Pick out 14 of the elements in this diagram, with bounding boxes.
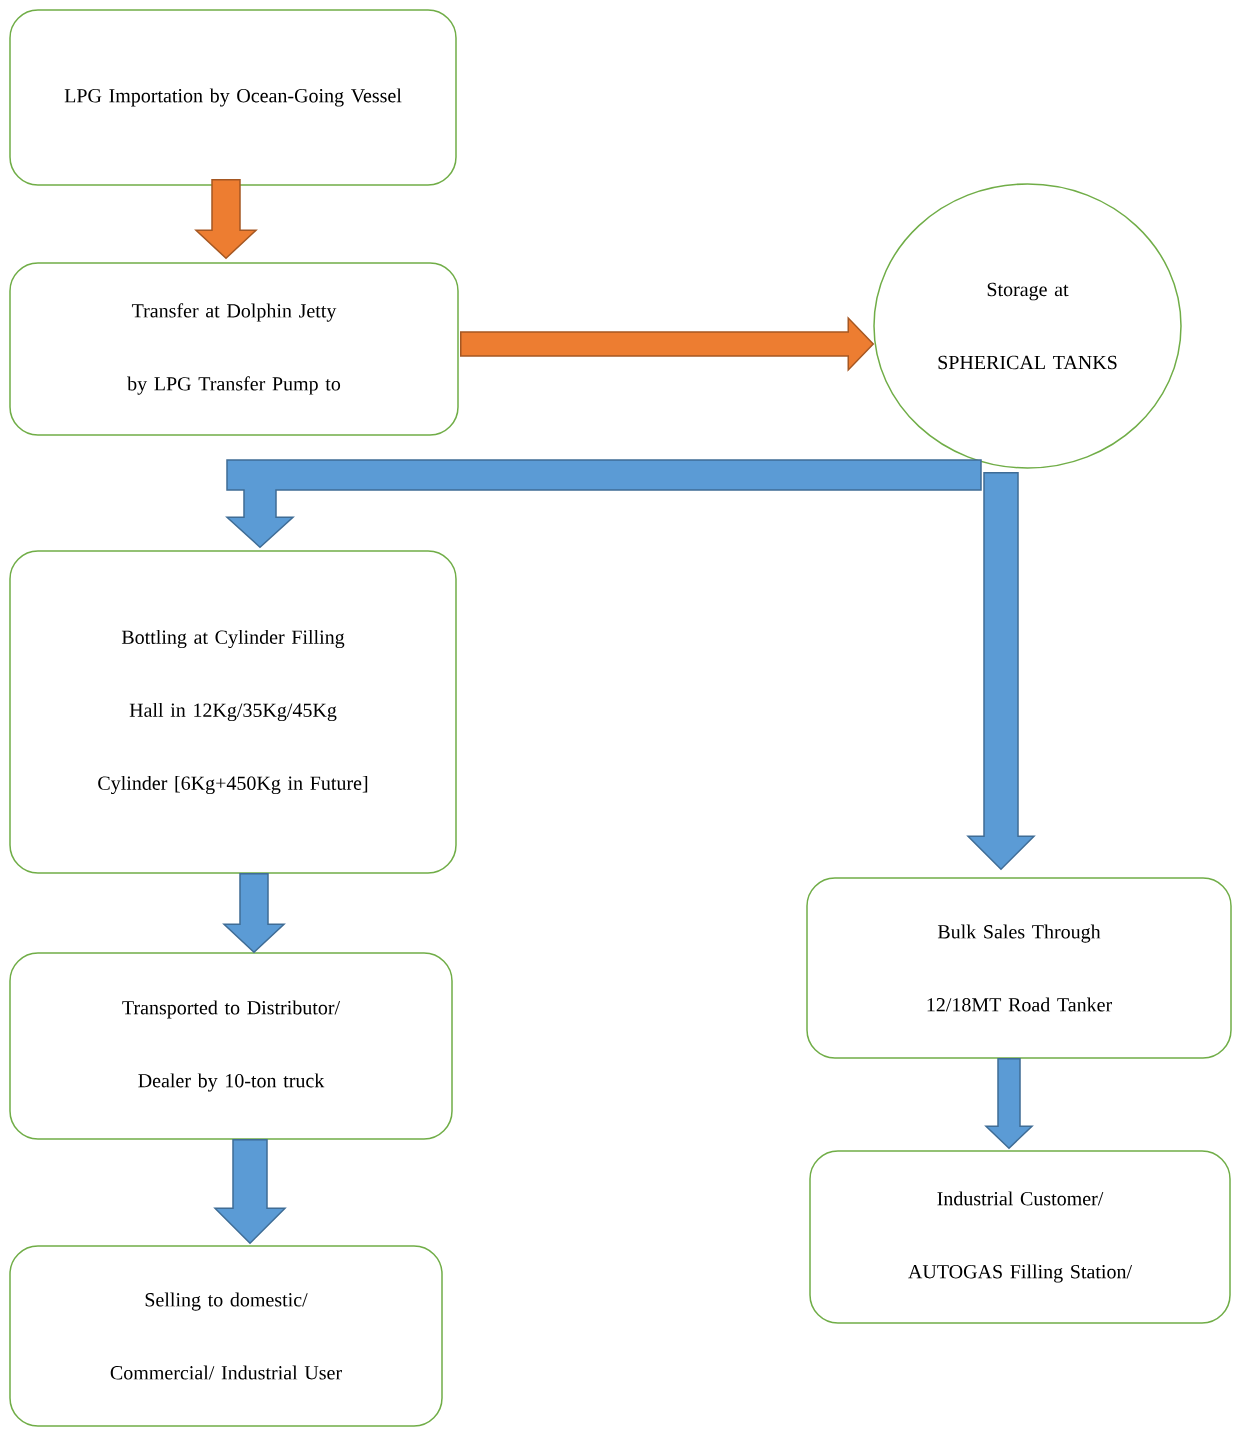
block-arrow (213, 1139, 287, 1245)
block-arrow (460, 316, 875, 372)
process-box: Bottling at Cylinder Filling Hall in 12Kg/35Kg/45Kg Cylinder [6Kg+450Kg in Future] (9, 550, 457, 874)
process-box: Industrial Customer/ AUTOGAS Filling Station/ (809, 1150, 1231, 1324)
block-arrow (966, 472, 1036, 871)
process-box: Selling to domestic/ Commercial/ Industrial User (9, 1245, 443, 1427)
block-arrow (222, 873, 286, 954)
block-arrow (984, 1058, 1034, 1150)
process-box: Bulk Sales Through 12/18MT Road Tanker (806, 877, 1232, 1059)
block-arrow (225, 459, 982, 549)
process-box: LPG Importation by Ocean-Going Vessel (9, 9, 457, 186)
process-box: Transported to Distributor/ Dealer by 10-ton truck (9, 952, 453, 1140)
block-arrow (194, 179, 258, 260)
process-box: Transfer at Dolphin Jetty by LPG Transfer Pump to (9, 262, 459, 436)
